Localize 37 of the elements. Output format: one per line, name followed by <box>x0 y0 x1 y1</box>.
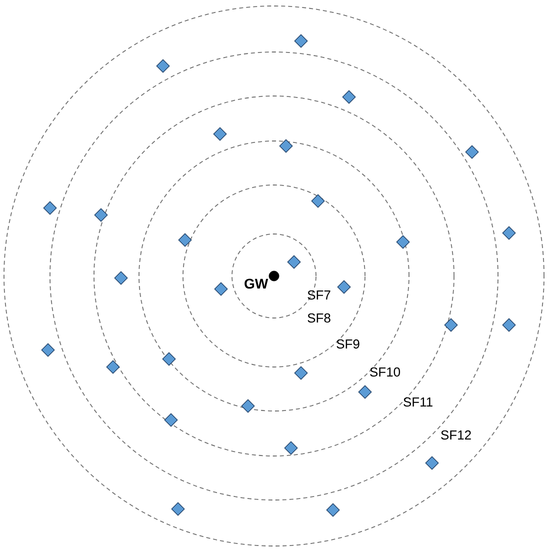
node-diamond <box>241 399 255 413</box>
node-diamond <box>213 127 227 141</box>
node-diamond <box>294 34 308 48</box>
node-diamond <box>106 360 120 374</box>
node-diamond <box>502 318 516 332</box>
node-diamond <box>425 456 439 470</box>
node-diamond <box>358 385 372 399</box>
node-diamond <box>162 352 176 366</box>
node-diamond <box>444 318 458 332</box>
node-diamond <box>311 194 325 208</box>
node-diamond <box>326 503 340 517</box>
node-diamond <box>164 413 178 427</box>
ring-label: SF9 <box>336 339 360 349</box>
ring-label: SF7 <box>308 290 330 300</box>
node-diamond <box>178 233 192 247</box>
node-diamond <box>284 441 298 455</box>
node-diamond <box>171 502 185 516</box>
node-diamond <box>287 255 301 269</box>
ring-label: SF12 <box>441 430 471 440</box>
node-diamond <box>337 280 351 294</box>
node-diamond <box>294 366 308 380</box>
gateway-dot <box>268 270 280 282</box>
node-diamond <box>41 343 55 357</box>
node-diamond <box>156 59 170 73</box>
node-label: GW <box>244 278 268 289</box>
node-diamond <box>502 226 516 240</box>
ring-label: SF11 <box>404 397 432 407</box>
node-diamond <box>396 235 410 249</box>
node-diamond <box>279 139 293 153</box>
node-diamond <box>43 201 57 215</box>
node-diamond <box>94 208 108 222</box>
ring-label: SF10 <box>370 367 400 377</box>
node-diamond <box>114 271 128 285</box>
node-diamond <box>465 145 479 159</box>
node-diamond <box>342 90 356 104</box>
ring-label: SF8 <box>308 313 330 323</box>
node-diamond <box>214 282 228 296</box>
